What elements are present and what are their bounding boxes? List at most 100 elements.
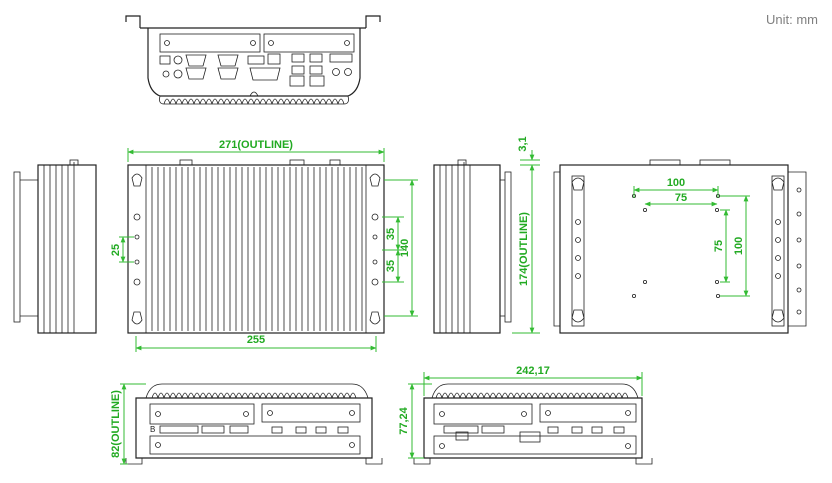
heatsink-fin (579, 392, 587, 399)
rear-view-left: B (125, 383, 383, 465)
right-side-view (433, 159, 512, 334)
heatsink-fin (217, 392, 225, 399)
heatsink-fin (549, 392, 557, 399)
heatsink-fin (477, 392, 485, 399)
heatsink-fin (265, 98, 273, 105)
heatsink-fin (325, 392, 333, 399)
heatsink-fin (585, 392, 593, 399)
heatsink-fin (337, 392, 345, 399)
dim-right-spacing-b: 35 (385, 260, 397, 272)
heatsink-fin (265, 392, 273, 399)
heatsink-fin (459, 392, 467, 399)
heatsink-fin (169, 392, 177, 399)
heatsink-fin (277, 392, 285, 399)
front-io-view (125, 15, 381, 105)
heatsink-fin (483, 392, 491, 399)
heatsink-fin (447, 392, 455, 399)
heatsink-fin (501, 392, 509, 399)
heatsink-fin (471, 392, 479, 399)
heatsink-fin (313, 98, 321, 105)
dim-vesa-outer-h: 100 (733, 237, 745, 255)
heatsink-fin (331, 98, 339, 105)
top-view (127, 159, 385, 334)
heatsink-fin (295, 392, 303, 399)
heatsink-fin (301, 98, 309, 105)
heatsink-fin (573, 392, 581, 399)
heatsink-fin (181, 98, 189, 105)
unit-label: Unit: mm (766, 12, 818, 27)
heatsink-fin (597, 392, 605, 399)
heatsink-fin (175, 98, 183, 105)
heatsink-fin (543, 392, 551, 399)
heatsink-fin (205, 98, 213, 105)
dim-right-height: 140 (399, 239, 411, 257)
heatsink-fin (615, 392, 623, 399)
heatsink-fin (223, 98, 231, 105)
heatsink-fin (519, 392, 527, 399)
heatsink-fin (435, 392, 443, 399)
dim-left-spacing: 25 (110, 244, 122, 256)
heatsink-fin (277, 98, 285, 105)
heatsink-fin (325, 98, 333, 105)
heatsink-fin (531, 392, 539, 399)
heatsink-fin (507, 392, 515, 399)
bottom-view (553, 159, 807, 334)
heatsink-fin (229, 98, 237, 105)
heatsink-fin (271, 392, 279, 399)
heatsink-fin (319, 392, 327, 399)
heatsink-fin (241, 98, 249, 105)
heatsink-fin (313, 392, 321, 399)
heatsink-fin (187, 392, 195, 399)
heatsink-fin (235, 392, 243, 399)
heatsink-fin (343, 392, 351, 399)
dim-outline-width: 271(OUTLINE) (219, 139, 293, 151)
heatsink-fin (609, 392, 617, 399)
heatsink-fin (193, 392, 201, 399)
heatsink-fin (331, 392, 339, 399)
dimension-lines (119, 148, 750, 465)
heatsink-fin (441, 392, 449, 399)
heatsink-fin (175, 392, 183, 399)
heatsink-fin (295, 98, 303, 105)
dim-vesa-inner-w: 75 (675, 192, 687, 204)
heatsink-fin (229, 392, 237, 399)
heatsink-fin (603, 392, 611, 399)
heatsink-fin (259, 98, 267, 105)
dim-vesa-inner-h: 75 (713, 240, 725, 252)
heatsink-fin (157, 392, 165, 399)
heatsink-fin (283, 392, 291, 399)
heatsink-fin (211, 98, 219, 105)
heatsink-fin (525, 392, 533, 399)
heatsink-fin (283, 98, 291, 105)
heatsink-fin (537, 392, 545, 399)
heatsink-fin (211, 392, 219, 399)
heatsink-fin (453, 392, 461, 399)
heatsink-fin (253, 392, 261, 399)
heatsink-fin (199, 98, 207, 105)
heatsink-fin (349, 392, 357, 399)
heatsink-fin (235, 98, 243, 105)
heatsink-fin (307, 98, 315, 105)
heatsink-fin (193, 98, 201, 105)
heatsink-fin (465, 392, 473, 399)
dim-thickness: 3,1 (517, 136, 529, 151)
svg-text:B: B (150, 425, 155, 434)
heatsink-fin (591, 392, 599, 399)
rear-view-right (413, 383, 653, 465)
heatsink-fin (489, 392, 497, 399)
heatsink-fin (621, 392, 629, 399)
heatsink-fin (151, 392, 159, 399)
heatsink-fin (289, 392, 297, 399)
dim-bottom-width: 255 (247, 334, 265, 346)
heatsink-fin (253, 98, 261, 105)
heatsink-fin (259, 392, 267, 399)
heatsink-fin (561, 392, 569, 399)
dim-vesa-outer-w: 100 (667, 177, 685, 189)
dim-outline-depth: 82(OUTLINE) (110, 390, 122, 458)
dim-outline-height: 174(OUTLINE) (518, 212, 530, 286)
heatsink-fin (247, 98, 255, 105)
heatsink-fin (241, 392, 249, 399)
heatsink-fin (163, 392, 171, 399)
heatsink-fin (223, 392, 231, 399)
